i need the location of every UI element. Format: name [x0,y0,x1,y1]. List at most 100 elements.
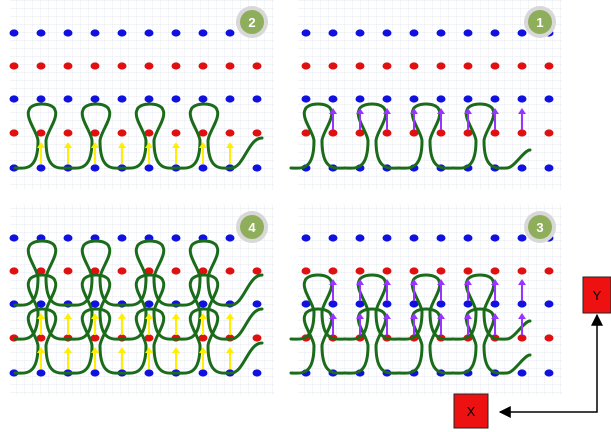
yarn-loop [397,307,455,375]
panel-3: 3 [289,205,562,395]
blue-needle-dot [301,234,311,242]
transfer-arrow-head [410,108,418,114]
red-needle-dot [198,334,208,342]
red-needle-dot [544,267,554,275]
step-number: 3 [536,220,543,235]
red-needle-dot [225,267,235,275]
blue-needle-dot [517,95,527,103]
blue-needle-dot [252,369,262,377]
blue-needle-dot [463,95,473,103]
red-needle-dot [463,267,473,275]
red-needle-dot [90,129,100,137]
red-needle-dot [252,334,262,342]
blue-needle-dot [517,29,527,37]
red-needle-dot [171,267,181,275]
yarn-loop [343,102,401,170]
transfer-arrow-head [172,347,180,353]
transfer-arrow-head [464,279,472,285]
red-needle-dot [328,129,338,137]
blue-needle-dot [328,95,338,103]
red-needle-dot [517,129,527,137]
blue-needle-dot [144,95,154,103]
red-needle-dot [517,267,527,275]
transfer-arrow-head [464,108,472,114]
blue-needle-dot [36,369,46,377]
transfer-arrow-head [464,313,472,319]
red-needle-dot [463,62,473,70]
transfer-arrow-head [491,108,499,114]
red-needle-dot [225,129,235,137]
step-badge [240,10,264,34]
panel-2: 2 [9,0,274,190]
step-number: 1 [536,15,543,30]
blue-needle-dot [436,29,446,37]
transfer-arrow-head [491,313,499,319]
axis-lines [498,313,603,418]
transfer-arrow-head [145,347,153,353]
transfer-arrow-head [91,313,99,319]
transfer-arrow-head [145,313,153,319]
transfer-arrow-head [199,142,207,148]
red-needle-dot [36,334,46,342]
x-axis-box [453,393,489,429]
red-needle-dot [90,267,100,275]
transfer-arrow-head [199,347,207,353]
transfer-arrow-head [172,142,180,148]
blue-needle-dot [490,95,500,103]
blue-needle-dot [144,29,154,37]
blue-needle-dot [544,95,554,103]
red-needle-dot [252,267,262,275]
blue-needle-dot [382,95,392,103]
yarn-loop [175,239,233,307]
transfer-arrow-head [37,347,45,353]
red-needle-dot [409,62,419,70]
red-needle-dot [171,129,181,137]
transfer-arrow-head [518,108,526,114]
blue-needle-dot [517,369,527,377]
blue-needle-dot [117,234,127,242]
transfer-arrow-head [118,313,126,319]
blue-needle-dot [9,29,19,37]
blue-needle-dot [490,29,500,37]
red-needle-dot [328,267,338,275]
red-needle-dot [490,129,500,137]
blue-needle-dot [544,300,554,308]
yarn-loop [451,307,509,375]
blue-needle-dot [171,95,181,103]
blue-needle-dot [409,29,419,37]
blue-needle-dot [144,164,154,172]
blue-needle-dot [90,29,100,37]
red-needle-dot [63,267,73,275]
transfer-arrow-head [329,279,337,285]
blue-needle-dot [36,29,46,37]
blue-needle-dot [90,369,100,377]
red-needle-dot [490,62,500,70]
red-needle-dot [117,129,127,137]
red-needle-dot [382,129,392,137]
red-needle-dot [144,62,154,70]
red-needle-dot [382,62,392,70]
blue-needle-dot [409,300,419,308]
blue-needle-dot [63,29,73,37]
y-axis-box [582,276,611,314]
x-axis-label: X [467,404,476,419]
yarn-tail [229,341,264,375]
blue-needle-dot [90,300,100,308]
transfer-arrow-head [329,313,337,319]
red-needle-dot [436,62,446,70]
blue-needle-dot [63,95,73,103]
blue-needle-dot [328,234,338,242]
red-needle-dot [517,62,527,70]
blue-needle-dot [198,164,208,172]
transfer-arrow-head [491,279,499,285]
blue-needle-dot [171,234,181,242]
transfer-arrow-head [356,108,364,114]
blue-needle-dot [225,95,235,103]
transfer-arrow-head [437,279,445,285]
blue-needle-dot [9,95,19,103]
blue-needle-dot [144,300,154,308]
red-needle-dot [436,267,446,275]
red-needle-dot [90,334,100,342]
red-needle-dot [63,62,73,70]
